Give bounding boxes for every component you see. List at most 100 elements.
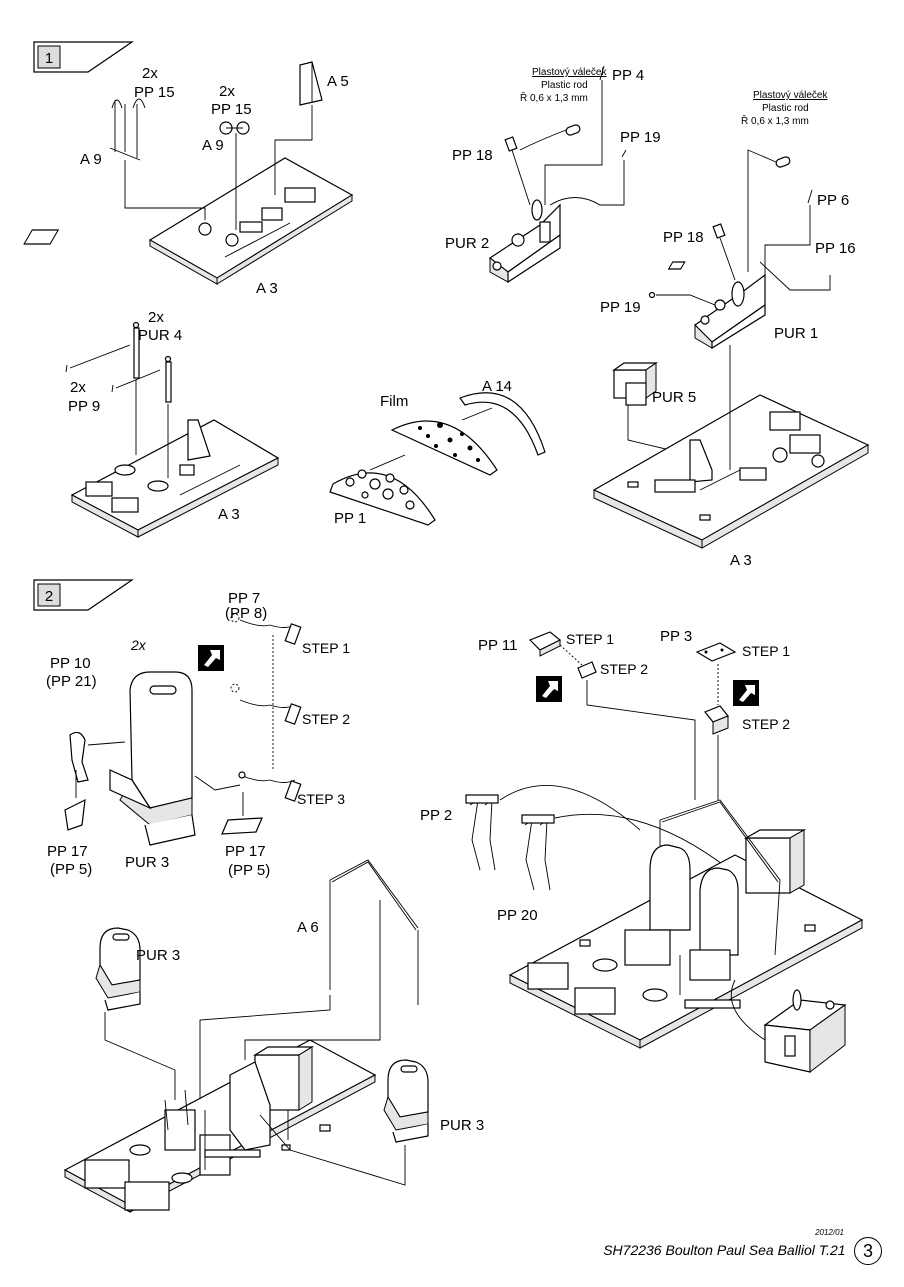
pur2-throttle: [488, 199, 561, 284]
pp7-belt-step3: [194, 771, 302, 802]
a9-part-left: [109, 98, 206, 220]
label-pp1: PP 1: [334, 510, 366, 527]
rod-label-en: Plastic rod: [541, 80, 588, 91]
rod-label-en: Plastic rod: [762, 103, 809, 114]
pp2-belt: [465, 785, 641, 871]
label-pur4: PUR 4: [138, 327, 182, 344]
label-pp19: PP 19: [600, 299, 641, 316]
fold-arrow-icon-1: [198, 645, 224, 671]
label-pur2: PUR 2: [445, 235, 489, 252]
label-pp10: PP 10: [50, 655, 91, 672]
a5-part: [274, 61, 323, 195]
pp6-part: [764, 189, 813, 275]
pp7-belt-step2: [230, 683, 302, 725]
label-pur1: PUR 1: [774, 325, 818, 342]
label-pp20: PP 20: [497, 907, 538, 924]
label-step2: STEP 2: [600, 661, 648, 677]
step-1-badge: 1: [33, 41, 134, 73]
plastic-rod-2: [747, 149, 791, 272]
rod-label-cz: Plastový váleček: [532, 67, 607, 78]
label-2x: 2x: [130, 637, 147, 653]
label-pp21: (PP 21): [46, 673, 97, 690]
step-1-number: 1: [45, 50, 53, 67]
rod-label-cz: Plastový váleček: [753, 90, 828, 101]
pp7-belt-step1: [230, 613, 302, 645]
pp3-part: [695, 642, 737, 800]
pp17-part-b: [221, 792, 263, 835]
label-a6: A 6: [297, 919, 319, 936]
pp17-part-a: [64, 770, 86, 831]
label-step1: STEP 1: [742, 643, 790, 659]
label-pp7: PP 7: [228, 590, 260, 607]
pp10-part: [69, 731, 126, 783]
pp16-part: [667, 261, 831, 291]
label-pp5: (PP 5): [50, 861, 92, 878]
label-step3: STEP 3: [297, 791, 345, 807]
pur3-seat-large: [109, 671, 196, 846]
label-a14: A 14: [482, 378, 512, 395]
label-2x: 2x: [219, 83, 235, 100]
label-pp5: (PP 5): [228, 862, 270, 879]
label-pur3: PUR 3: [136, 947, 180, 964]
pp9-part: [65, 344, 161, 393]
a3-panel-top-left: [23, 157, 354, 285]
label-pur5: PUR 5: [652, 389, 696, 406]
pur3-seat-small-right: [259, 1059, 429, 1186]
pp19-part-b: [648, 291, 716, 306]
pp18-part-b: [712, 223, 736, 281]
label-film: Film: [380, 393, 408, 410]
label-pp17: PP 17: [47, 843, 88, 860]
film-panel: [369, 420, 498, 476]
pp18-part-a: [504, 136, 531, 206]
a6-frame: [199, 859, 419, 1100]
label-pp11: PP 11: [478, 637, 517, 654]
label-2x: 2x: [142, 65, 158, 82]
fold-arrow-icon-3: [733, 680, 759, 706]
a3-panel-right: [592, 345, 870, 549]
label-pp3: PP 3: [660, 628, 692, 645]
step-2-badge: 2: [33, 579, 134, 611]
pur4-part-1: [132, 321, 140, 455]
label-a5: A 5: [327, 73, 349, 90]
label-pp17: PP 17: [225, 843, 266, 860]
a9-part-center: [219, 121, 250, 230]
pp19-part-a: [549, 149, 627, 206]
label-pp4: PP 4: [612, 67, 644, 84]
label-pp15: PP 15: [134, 84, 175, 101]
label-pp2: PP 2: [420, 807, 452, 824]
label-pp9: PP 9: [68, 398, 100, 415]
a14-panel: [459, 392, 546, 456]
label-pp18: PP 18: [452, 147, 493, 164]
label-step2: STEP 2: [302, 711, 350, 727]
a3-panel-bottom-left: [70, 419, 280, 538]
label-a3: A 3: [730, 552, 752, 569]
label-pp8: (PP 8): [225, 605, 267, 622]
label-pp19: PP 19: [620, 129, 661, 146]
step-2-number: 2: [45, 588, 53, 605]
page-number: 3: [854, 1237, 882, 1265]
pur4-part-2: [164, 355, 172, 478]
cockpit-assembly-right: [508, 799, 864, 1049]
label-step1: STEP 1: [566, 631, 614, 647]
pur1-throttle: [694, 273, 766, 350]
pur5-part: [612, 362, 671, 490]
pp20-belt: [521, 813, 731, 891]
pp4-part: [544, 65, 605, 205]
label-pur3: PUR 3: [125, 854, 169, 871]
label-pp6: PP 6: [817, 192, 849, 209]
plastic-rod-1: [519, 124, 581, 151]
label-step1: STEP 1: [302, 640, 350, 656]
label-pur3: PUR 3: [440, 1117, 484, 1134]
footer: 2012/01 SH72236 Boulton Paul Sea Balliol…: [603, 1228, 882, 1265]
pp11-part: [528, 631, 696, 800]
label-pp16: PP 16: [815, 240, 856, 257]
label-2x: 2x: [148, 309, 164, 326]
label-a3: A 3: [256, 280, 278, 297]
rod-label-dim: Ř 0,6 x 1,3 mm: [520, 91, 588, 104]
label-a9: A 9: [80, 151, 102, 168]
throttle-subassembly: [730, 979, 847, 1074]
label-a3: A 3: [218, 506, 240, 523]
fold-arrow-icon-2: [536, 676, 562, 702]
cockpit-assembly-left: [63, 1039, 377, 1213]
